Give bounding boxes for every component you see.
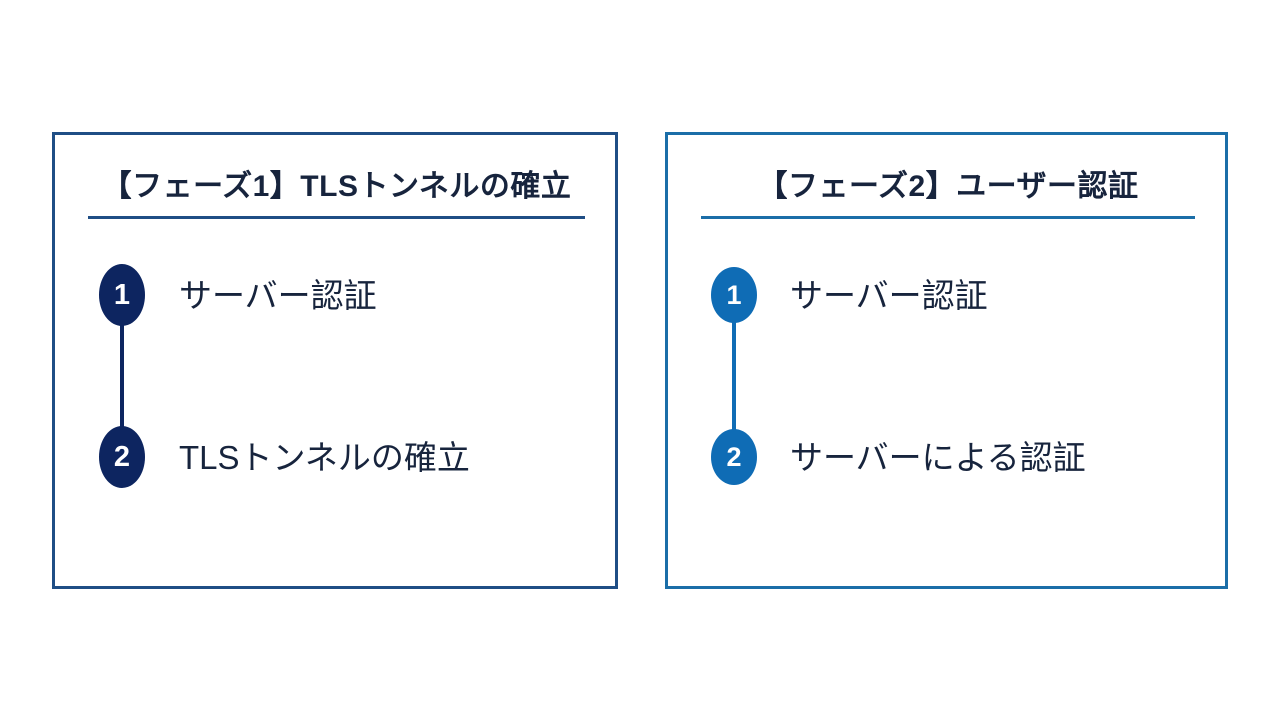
phase1-step-2-badge-column: 2 — [99, 426, 145, 488]
phase2-step-2-badge-column: 2 — [711, 429, 757, 485]
phase2-step-1-badge-column: 1 — [711, 267, 757, 450]
phase2-step-1-number-badge: 1 — [711, 267, 757, 323]
phase1-title: 【フェーズ1】TLSトンネルの確立 — [101, 170, 572, 203]
phase1-panel: 【フェーズ1】TLSトンネルの確立 1 サーバー認証 2 TLSトンネルの確立 — [52, 132, 618, 589]
phase2-step-1-label: サーバー認証 — [790, 276, 988, 314]
phase1-title-underline — [88, 215, 585, 219]
phase1-step-1-number-badge: 1 — [99, 264, 145, 326]
phase1-step-1-label: サーバー認証 — [179, 276, 377, 314]
phase2-title: 【フェーズ2】ユーザー認証 — [757, 170, 1139, 203]
phase2-step-connector-line — [732, 292, 736, 450]
phase2-step-2-number-badge: 2 — [711, 429, 757, 485]
phase1-step-list: 1 サーバー認証 2 TLSトンネルの確立 — [55, 260, 615, 492]
phase2-panel: 【フェーズ2】ユーザー認証 1 サーバー認証 2 サーバーによる認証 — [665, 132, 1228, 589]
phase1-step-1: 1 サーバー認証 — [55, 260, 615, 447]
phase1-step-2-label: TLSトンネルの確立 — [179, 438, 470, 476]
phase2-title-block: 【フェーズ2】ユーザー認証 — [701, 168, 1195, 219]
phase2-title-underline — [701, 215, 1195, 219]
phase2-step-1: 1 サーバー認証 — [668, 260, 1225, 450]
phase1-step-connector-line — [120, 292, 124, 447]
phase1-step-2: 2 TLSトンネルの確立 — [55, 422, 615, 492]
phase1-step-1-badge-column: 1 — [99, 264, 145, 447]
phase2-step-2-label: サーバーによる認証 — [790, 438, 1086, 476]
phase1-title-block: 【フェーズ1】TLSトンネルの確立 — [88, 168, 585, 219]
phase2-step-list: 1 サーバー認証 2 サーバーによる認証 — [668, 260, 1225, 492]
phase1-step-2-number-badge: 2 — [99, 426, 145, 488]
phase2-step-2: 2 サーバーによる認証 — [668, 422, 1225, 492]
